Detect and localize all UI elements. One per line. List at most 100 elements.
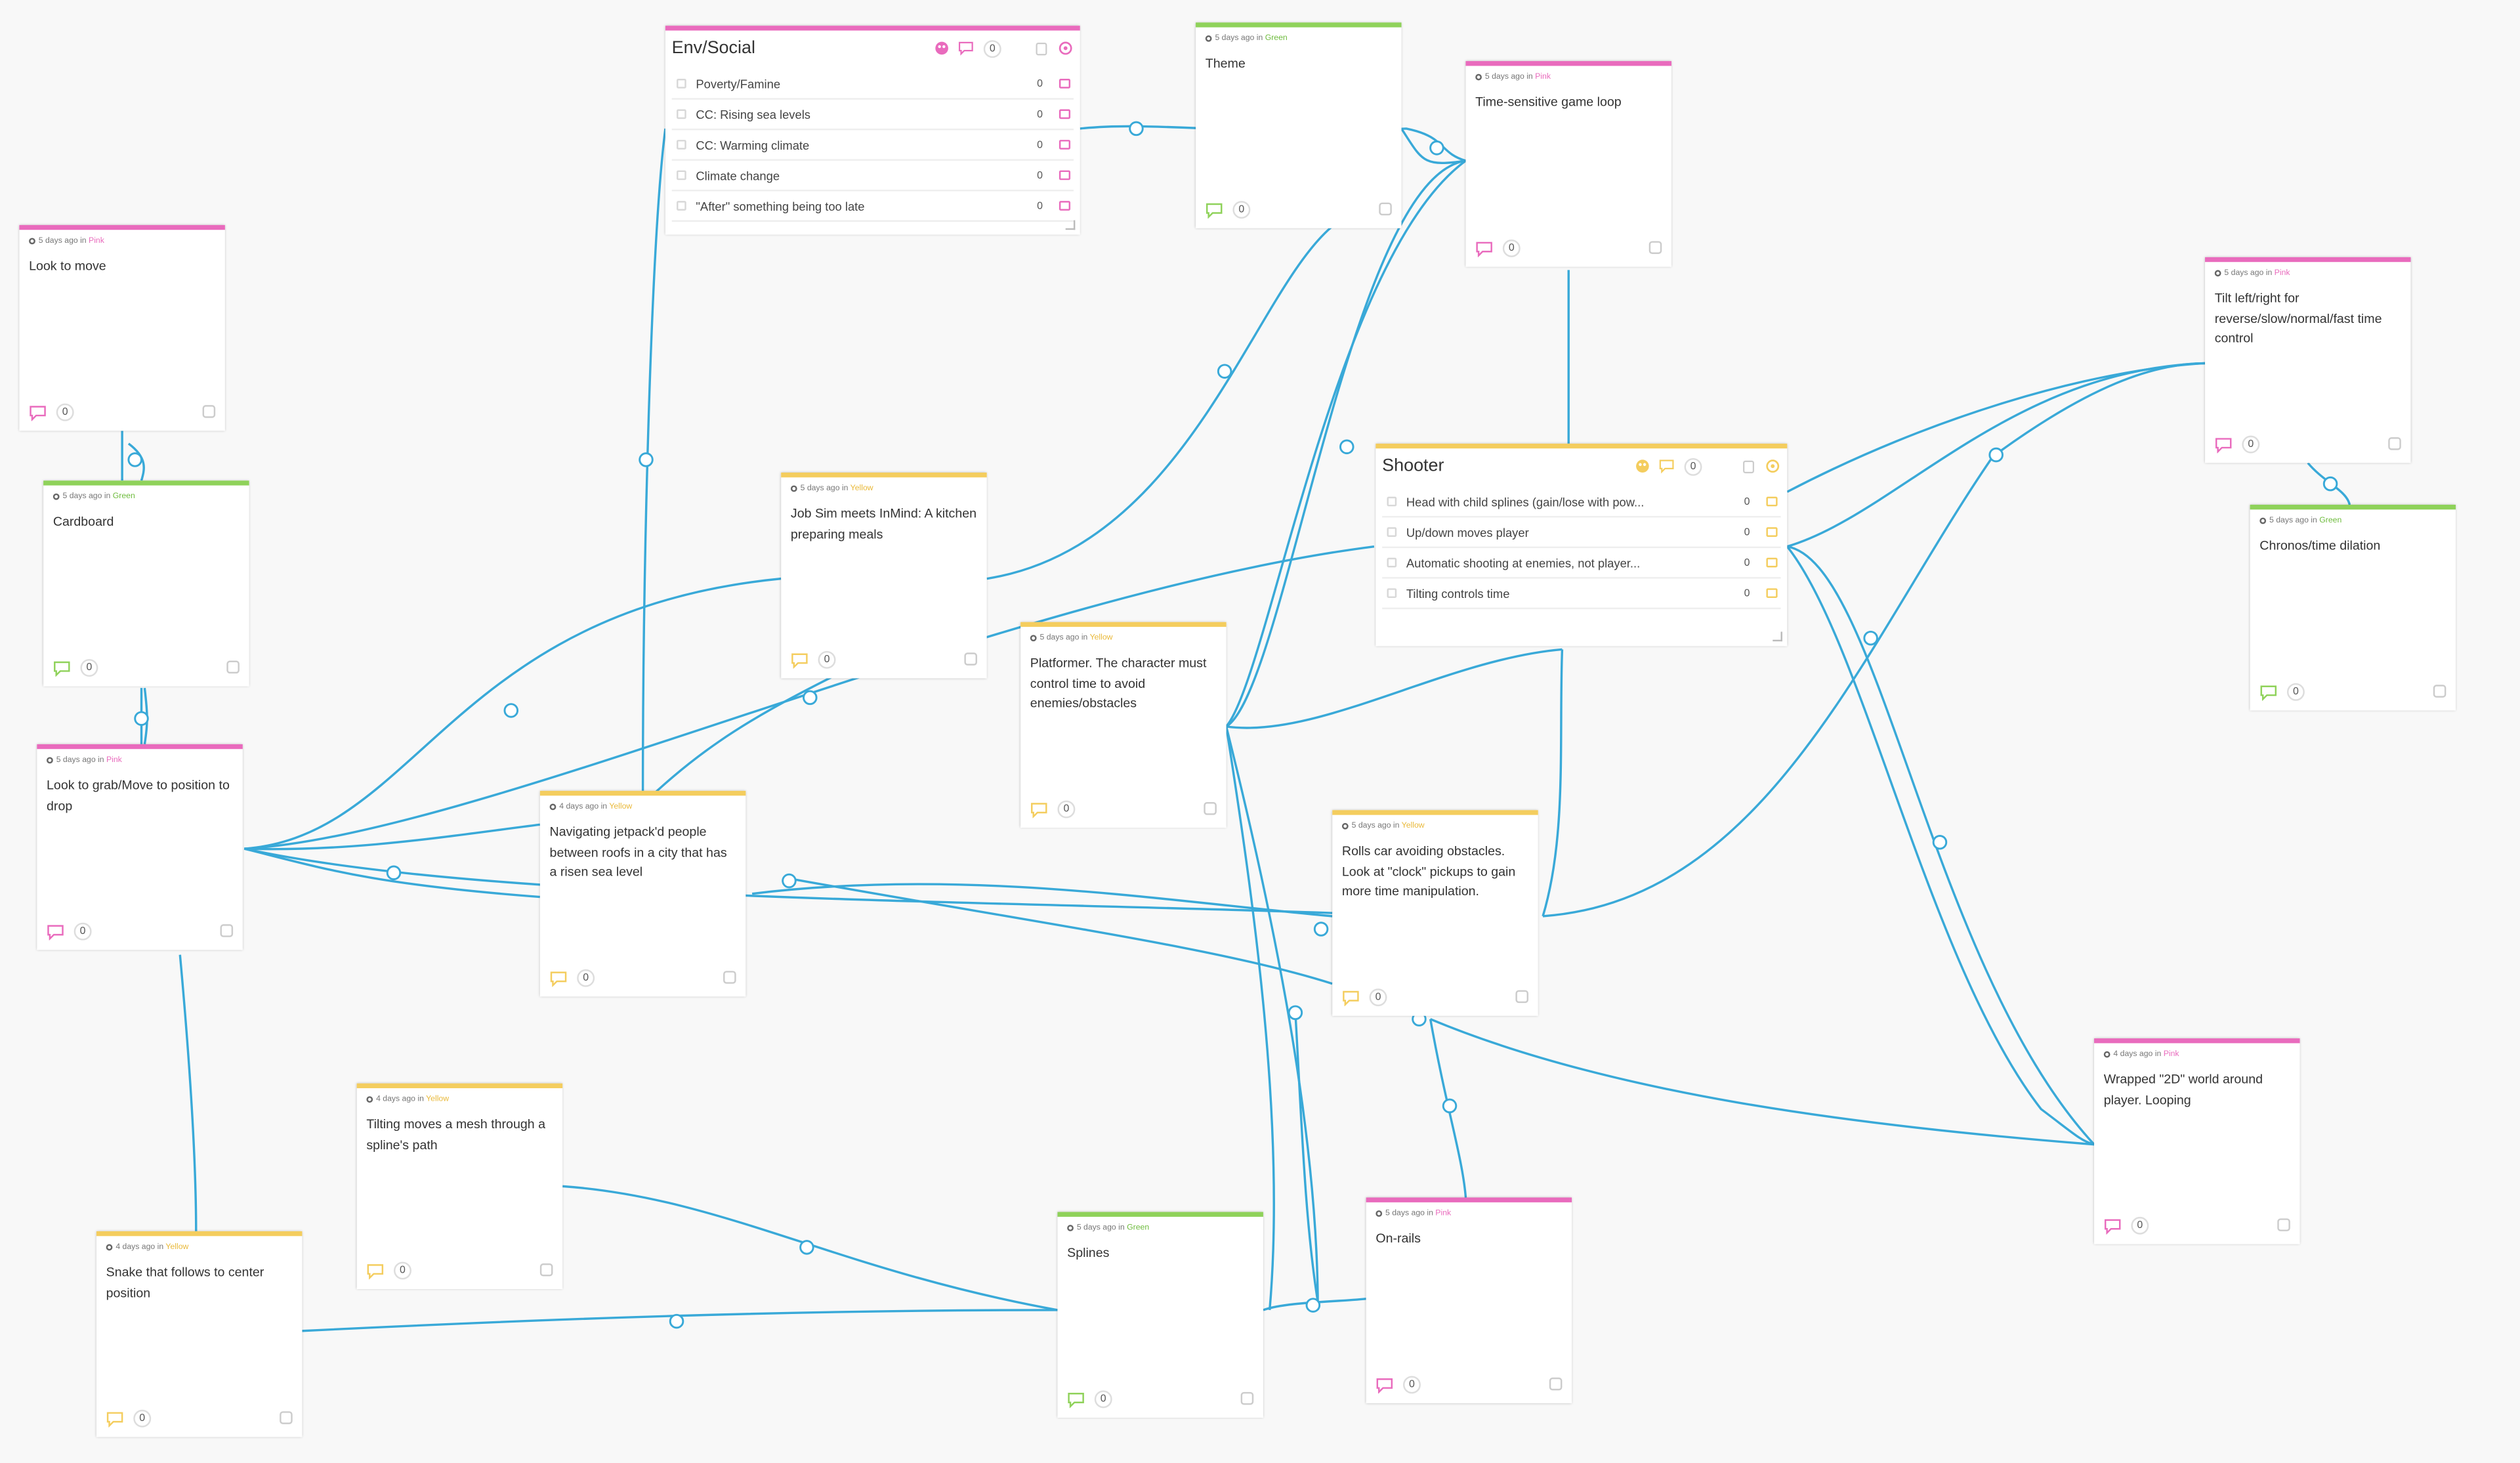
drag-handle-icon[interactable] — [677, 201, 686, 211]
trash-icon[interactable] — [964, 652, 977, 666]
trash-icon[interactable] — [280, 1411, 293, 1424]
card-tag[interactable]: Yellow — [426, 1094, 450, 1105]
card-text[interactable]: Wrapped "2D" world around player. Loopin… — [2103, 1072, 2263, 1107]
connection-line[interactable] — [1542, 649, 1564, 917]
connection-handle[interactable] — [1339, 439, 1354, 455]
comment-bubble-icon[interactable] — [550, 970, 568, 986]
trash-icon[interactable] — [2433, 685, 2446, 698]
comment-bubble-icon[interactable] — [53, 660, 71, 676]
comment-bubble-icon[interactable] — [1059, 201, 1071, 211]
drag-handle-icon[interactable] — [1387, 588, 1397, 599]
card-text[interactable]: Splines — [1067, 1245, 1110, 1261]
connection-handle[interactable] — [782, 873, 797, 889]
connection-line[interactable] — [1225, 159, 1467, 728]
trash-icon[interactable] — [1379, 202, 1392, 216]
comment-bubble-icon[interactable] — [1342, 989, 1360, 1006]
card-tag[interactable]: Green — [2319, 516, 2342, 526]
comment-bubble-icon[interactable] — [1059, 140, 1071, 150]
connection-handle[interactable] — [1863, 630, 1878, 646]
gear-icon[interactable] — [1057, 40, 1073, 56]
connection-line[interactable] — [1786, 545, 2095, 1145]
connection-handle[interactable] — [127, 452, 142, 467]
comment-bubble-icon[interactable] — [106, 1410, 124, 1427]
card-text[interactable]: Snake that follows to center position — [106, 1265, 264, 1300]
connection-handle[interactable] — [1217, 364, 1232, 379]
card-tag[interactable]: Green — [1127, 1223, 1150, 1233]
connection-handle[interactable] — [1932, 835, 1948, 850]
card-text[interactable]: Job Sim meets InMind: A kitchen preparin… — [790, 506, 977, 541]
drag-handle-icon[interactable] — [677, 79, 686, 89]
connection-line[interactable] — [244, 823, 541, 851]
connection-line[interactable] — [1400, 127, 1466, 164]
comment-bubble-icon[interactable] — [1030, 801, 1048, 818]
trash-icon[interactable] — [1549, 1377, 1563, 1391]
card-text[interactable]: Look to grab/Move to position to drop — [47, 778, 230, 813]
connection-line[interactable] — [562, 1185, 1058, 1311]
connection-line[interactable] — [641, 128, 667, 791]
connection-handle[interactable] — [386, 865, 402, 881]
connection-line[interactable] — [1786, 362, 2206, 493]
comment-bubble-icon[interactable] — [2104, 1218, 2122, 1234]
card-text[interactable]: Look to move — [29, 259, 106, 274]
card-text[interactable]: Tilt left/right for reverse/slow/normal/… — [2214, 291, 2382, 346]
comment-bubble-icon[interactable] — [29, 404, 47, 421]
comment-bubble-icon[interactable] — [1067, 1391, 1085, 1408]
trash-icon[interactable] — [1740, 458, 1756, 474]
trash-icon[interactable] — [220, 924, 234, 937]
resize-handle[interactable] — [1065, 220, 1076, 230]
card-text[interactable]: Cardboard — [52, 514, 114, 529]
drag-handle-icon[interactable] — [1387, 496, 1397, 507]
comment-bubble-icon[interactable] — [47, 923, 64, 940]
trash-icon[interactable] — [539, 1263, 553, 1277]
connection-line[interactable] — [751, 883, 1333, 918]
connection-handle[interactable] — [799, 1240, 814, 1255]
connection-line[interactable] — [1786, 545, 2095, 1146]
connection-handle[interactable] — [2322, 476, 2338, 492]
card-text[interactable]: On-rails — [1376, 1231, 1421, 1246]
connection-handle[interactable] — [134, 711, 149, 726]
trash-icon[interactable] — [1240, 1391, 1254, 1405]
connection-handle[interactable] — [1442, 1098, 1458, 1114]
connection-line[interactable] — [243, 847, 540, 899]
trash-icon[interactable] — [1204, 802, 1217, 815]
comment-bubble-icon[interactable] — [1059, 109, 1071, 119]
connection-line[interactable] — [1429, 1018, 2095, 1146]
trash-icon[interactable] — [226, 660, 240, 674]
trash-icon[interactable] — [202, 405, 216, 418]
card-tag[interactable]: Pink — [106, 755, 122, 765]
comment-bubble-icon[interactable] — [1766, 557, 1778, 568]
drag-handle-icon[interactable] — [677, 170, 686, 180]
list-shooter[interactable]: Shooter 0 Head with child splines (gain/… — [1376, 443, 1788, 647]
card-tag[interactable]: Yellow — [1089, 633, 1113, 643]
drag-handle-icon[interactable] — [677, 109, 686, 119]
connection-handle[interactable] — [639, 452, 654, 467]
connection-line[interactable] — [1225, 159, 1466, 728]
list-item[interactable]: Head with child splines (gain/lose with … — [1382, 487, 1781, 518]
card-tag[interactable]: Yellow — [850, 484, 873, 494]
connection-handle[interactable] — [1429, 140, 1444, 156]
card-text[interactable]: Platformer. The character must control t… — [1030, 656, 1207, 711]
comment-bubble-icon[interactable] — [1658, 458, 1674, 474]
connection-handle[interactable] — [803, 690, 818, 706]
comment-bubble-icon[interactable] — [1475, 240, 1493, 257]
list-item[interactable]: Automatic shooting at enemies, not playe… — [1382, 548, 1781, 579]
trash-icon[interactable] — [1648, 241, 1662, 254]
comment-bubble-icon[interactable] — [1376, 1377, 1393, 1393]
connection-line[interactable] — [244, 577, 782, 850]
trash-icon[interactable] — [2277, 1218, 2290, 1231]
connection-handle[interactable] — [1288, 1005, 1303, 1021]
